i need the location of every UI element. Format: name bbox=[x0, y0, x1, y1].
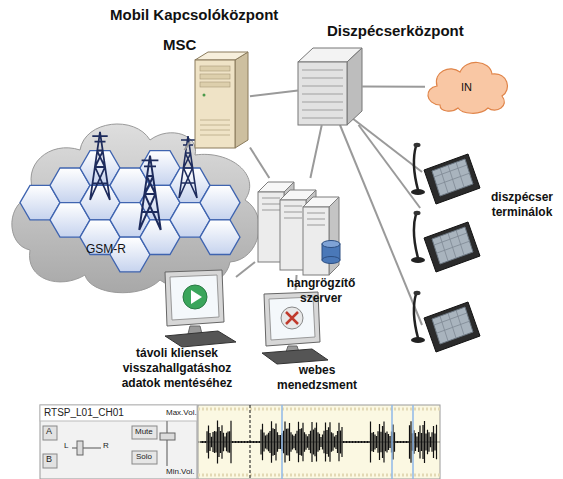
msc-tower bbox=[195, 52, 248, 60]
node-label: IN bbox=[425, 80, 508, 94]
radio-tower bbox=[90, 132, 110, 200]
connector-line bbox=[236, 262, 255, 277]
dispatcher-cube bbox=[298, 62, 347, 125]
dispatcher-terminal-art bbox=[411, 211, 480, 272]
waveform bbox=[201, 421, 437, 464]
server-towers bbox=[258, 182, 340, 275]
cell-hexagon bbox=[200, 185, 240, 220]
player-panel bbox=[281, 405, 283, 479]
panel-label: Max.Vol. bbox=[166, 409, 197, 418]
player-panel bbox=[40, 405, 440, 479]
dispatcher-terminal-art bbox=[411, 143, 480, 204]
dispatcher-cube bbox=[347, 48, 362, 125]
player-panel bbox=[77, 441, 83, 455]
panel-label: A bbox=[46, 427, 52, 437]
client-monitor-art bbox=[191, 290, 202, 304]
msc-server: Mobil KapcsolóközpontMSC bbox=[190, 52, 250, 148]
client-monitor-art bbox=[165, 270, 224, 326]
cell-hexagon bbox=[200, 220, 240, 255]
gsmr-cloud: GSM-R bbox=[10, 150, 258, 292]
player-panel bbox=[198, 409, 440, 475]
connector-line bbox=[250, 147, 269, 178]
server-towers bbox=[307, 213, 325, 225]
node-label: távoli kliensek visszahallgatáshoz adato… bbox=[112, 346, 242, 391]
connector-line bbox=[359, 125, 421, 208]
client-monitor-art bbox=[165, 331, 236, 347]
connector-line bbox=[250, 90, 298, 96]
player-panel bbox=[198, 405, 440, 479]
panel-label: Mute bbox=[135, 428, 153, 437]
node-label: GSM-R bbox=[86, 242, 156, 257]
wire bbox=[340, 118, 422, 325]
in-cloud: IN bbox=[425, 62, 508, 112]
cell-hexagon bbox=[20, 151, 240, 272]
msc-tower bbox=[200, 66, 230, 71]
gsmr-cloud-art bbox=[12, 124, 259, 293]
player-panel bbox=[40, 405, 197, 421]
dispatcher-cube bbox=[302, 70, 343, 118]
panel-label: Solo bbox=[136, 453, 152, 462]
player-panel bbox=[412, 405, 414, 479]
node-sublabel: MSC bbox=[163, 35, 223, 54]
radio-tower bbox=[179, 136, 197, 198]
player-panel bbox=[40, 405, 197, 479]
panel-label: R bbox=[103, 442, 109, 451]
player-panel bbox=[43, 454, 57, 468]
panel-label: L bbox=[64, 442, 68, 451]
wire bbox=[340, 125, 422, 325]
dispatcher-terminal-art bbox=[411, 291, 480, 352]
player-panel bbox=[132, 426, 157, 439]
player-panel bbox=[132, 451, 157, 464]
connector-line bbox=[362, 86, 425, 88]
server-towers bbox=[262, 198, 280, 210]
web-monitor-art bbox=[262, 349, 328, 364]
client-monitor-art bbox=[183, 285, 207, 309]
server-towers bbox=[322, 241, 340, 248]
player-panel bbox=[160, 433, 175, 440]
msc-tower bbox=[195, 52, 248, 148]
dispatcher-terminal: diszpécser terminálok bbox=[410, 208, 480, 275]
node-label: Mobil Kapcsolóközpont bbox=[110, 5, 310, 24]
client-monitor-art bbox=[170, 275, 219, 320]
dispatcher-cube bbox=[298, 48, 362, 125]
panel-label: B bbox=[46, 455, 52, 465]
panel-label: Min.Vol. bbox=[166, 468, 194, 477]
msc-tower bbox=[203, 94, 206, 97]
msc-tower bbox=[200, 120, 230, 135]
client-monitor-art bbox=[165, 270, 236, 347]
server-towers bbox=[284, 206, 302, 218]
client-monitor: távoli kliensek visszahallgatáshoz adato… bbox=[160, 268, 236, 346]
msc-tower bbox=[200, 82, 230, 87]
recording-server: hangrögzítő szerver bbox=[255, 178, 345, 275]
player-panel bbox=[166, 421, 168, 466]
player-panel bbox=[43, 426, 57, 440]
dispatcher-center: Diszpécserközpont bbox=[298, 48, 362, 125]
dispatcher-terminal-art bbox=[411, 143, 480, 352]
waveform bbox=[201, 421, 437, 464]
radio-tower bbox=[90, 132, 197, 230]
connector-group bbox=[184, 87, 425, 290]
web-monitor-art bbox=[286, 312, 298, 324]
msc-tower bbox=[200, 74, 230, 79]
node-label: webes menedzsment bbox=[273, 363, 361, 393]
player-panel bbox=[72, 447, 101, 449]
web-monitor: webes menedzsment bbox=[260, 290, 326, 362]
radio-tower bbox=[139, 156, 161, 230]
node-label: Diszpécserközpont bbox=[327, 21, 537, 40]
connector-line bbox=[310, 125, 321, 178]
gsmr-cloud-art bbox=[12, 124, 259, 293]
web-monitor-art bbox=[281, 307, 303, 329]
msc-tower bbox=[195, 60, 235, 148]
player-panel bbox=[391, 405, 393, 479]
server-towers bbox=[280, 200, 306, 270]
server-towers bbox=[322, 257, 340, 264]
node-label: hangrögzítő szerver bbox=[281, 276, 361, 306]
connector-line bbox=[184, 142, 190, 150]
panel-label: RTSP_L01_CH01 bbox=[44, 407, 124, 418]
msc-tower bbox=[235, 52, 248, 148]
player-panel bbox=[250, 405, 251, 479]
node-label: diszpécser terminálok bbox=[486, 190, 558, 220]
